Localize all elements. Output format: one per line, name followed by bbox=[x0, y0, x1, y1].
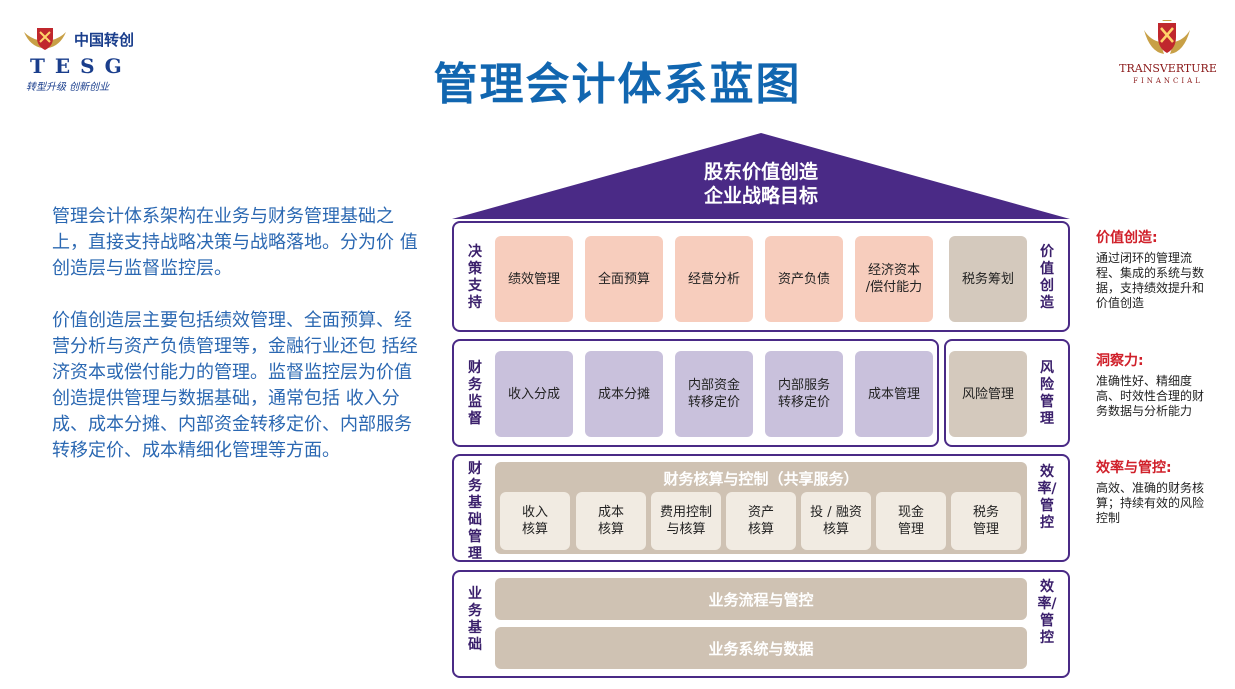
description-paragraph: 管理会计体系架构在业务与财务管理基础之上，直接支持战略决策与战略落地。分为价 值… bbox=[52, 206, 418, 279]
item-risk-management: 风险管理 bbox=[949, 351, 1027, 437]
item-cost-accounting: 成本 核算 bbox=[576, 492, 646, 550]
roof-line-1: 股东价值创造 bbox=[703, 161, 818, 183]
description: 管理会计体系架构在业务与财务管理基础之上，直接支持战略决策与战略落地。分为价 值… bbox=[52, 204, 422, 490]
item-business-analysis: 经营分析 bbox=[675, 236, 753, 322]
item-investment-financing: 投 / 融资 核算 bbox=[801, 492, 871, 550]
finance-base-left-label: 财务基础管理 bbox=[468, 461, 482, 562]
roof-line-2: 企业战略目标 bbox=[703, 185, 818, 207]
business-base-left-label: 业务基础 bbox=[468, 586, 482, 653]
item-revenue-accounting-label: 收入 核算 bbox=[521, 505, 548, 537]
note-heading: 效率与管控: bbox=[1096, 460, 1172, 476]
logo-name: TRANSVERTURE bbox=[1119, 62, 1217, 75]
page-title: 管理会计体系蓝图 bbox=[433, 59, 802, 110]
item-performance-management: 绩效管理 bbox=[495, 236, 573, 322]
item-internal-service-pricing: 内部服务 转移定价 bbox=[765, 351, 843, 437]
finance-base-right-label: 效率/管控 bbox=[1037, 464, 1057, 531]
transverture-logo: TRANSVERTURE FINANCIAL bbox=[1116, 20, 1220, 90]
item-tax-planning: 税务筹划 bbox=[949, 236, 1027, 322]
logo-cn-name: 中国转创 bbox=[74, 31, 135, 49]
risk-right-label: 风险管理 bbox=[1040, 360, 1054, 427]
item-revenue-sharing: 收入分成 bbox=[495, 351, 573, 437]
item-economic-capital-label: 经济资本 /偿付能力 bbox=[865, 263, 923, 295]
item-comprehensive-budget: 全面预算 bbox=[585, 236, 663, 322]
item-cash-management: 现金 管理 bbox=[876, 492, 946, 550]
decision-left-label: 决策支持 bbox=[468, 244, 482, 311]
item-expense-control: 费用控制 与核算 bbox=[651, 492, 721, 550]
note-text: 准确性好、精细度高、时效性合理的财务数据与分析能力 bbox=[1096, 374, 1205, 418]
description-paragraph: 价值创造层主要包括绩效管理、全面预算、经营分析与资产负债管理等，金融行业还包 括… bbox=[52, 310, 418, 461]
note-heading: 洞察力: bbox=[1096, 353, 1144, 369]
finance-accounting-band-label: 财务核算与控制（共享服务） bbox=[663, 470, 859, 488]
item-ftp-label: 内部资金 转移定价 bbox=[687, 378, 740, 410]
note-efficiency: 效率与管控: 高效、准确的财务核算；持续有效的风险控制 bbox=[1096, 459, 1206, 526]
crest-icon bbox=[1144, 20, 1190, 54]
note-text: 通过闭环的管理流程、集成的系统与数据，支持绩效提升和价值创造 bbox=[1096, 251, 1205, 310]
note-text: 高效、准确的财务核算；持续有效的风险控制 bbox=[1096, 481, 1205, 525]
item-asset-accounting-label: 资产 核算 bbox=[747, 505, 774, 537]
crest-icon bbox=[24, 28, 66, 50]
item-investment-financing-label: 投 / 融资 核算 bbox=[810, 505, 862, 537]
logo-slogan: 转型升级 创新创业 bbox=[26, 82, 110, 93]
note-value-creation: 价值创造: 通过闭环的管理流程、集成的系统与数据，支持绩效提升和价值创造 bbox=[1096, 229, 1206, 311]
business-base-right-label: 效率/管控 bbox=[1037, 579, 1057, 646]
decision-right-label: 价值创造 bbox=[1040, 244, 1054, 311]
business-system-band: 业务系统与数据 bbox=[495, 627, 1027, 669]
tesg-logo: 中国转创 TESG 转型升级 创新创业 bbox=[22, 26, 152, 96]
logo-brand: TESG bbox=[30, 54, 132, 78]
item-cash-management-label: 现金 管理 bbox=[897, 505, 924, 537]
roof-text: 股东价值创造 企业战略目标 bbox=[452, 160, 1070, 208]
logo-sub: FINANCIAL bbox=[1133, 77, 1203, 85]
item-cost-accounting-label: 成本 核算 bbox=[597, 505, 624, 537]
item-revenue-accounting: 收入 核算 bbox=[500, 492, 570, 550]
item-tax-management-label: 税务 管理 bbox=[972, 505, 999, 537]
business-process-band: 业务流程与管控 bbox=[495, 578, 1027, 620]
note-insight: 洞察力: 准确性好、精细度高、时效性合理的财务数据与分析能力 bbox=[1096, 352, 1206, 419]
item-cost-allocation: 成本分摊 bbox=[585, 351, 663, 437]
item-asset-liability: 资产负债 bbox=[765, 236, 843, 322]
roof-triangle bbox=[452, 133, 1070, 219]
item-cost-management: 成本管理 bbox=[855, 351, 933, 437]
note-heading: 价值创造: bbox=[1096, 230, 1158, 246]
item-expense-control-label: 费用控制 与核算 bbox=[659, 505, 712, 537]
supervision-left-label: 财务监督 bbox=[468, 360, 482, 427]
item-asset-accounting: 资产 核算 bbox=[726, 492, 796, 550]
item-ftp: 内部资金 转移定价 bbox=[675, 351, 753, 437]
item-economic-capital: 经济资本 /偿付能力 bbox=[855, 236, 933, 322]
item-internal-service-pricing-label: 内部服务 转移定价 bbox=[777, 378, 830, 410]
item-tax-management: 税务 管理 bbox=[951, 492, 1021, 550]
